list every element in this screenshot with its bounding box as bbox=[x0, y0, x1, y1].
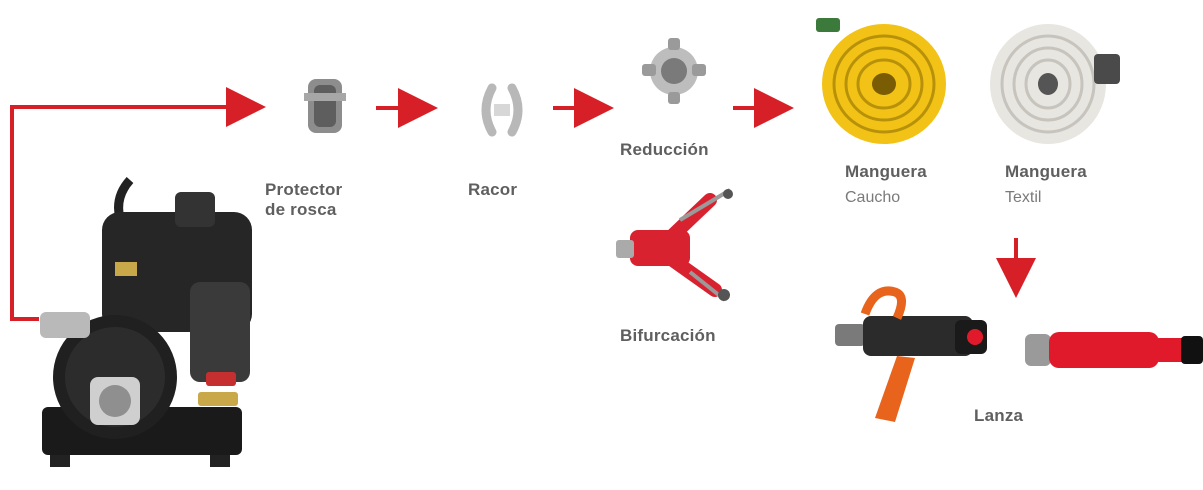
reducer-image bbox=[642, 38, 706, 104]
sublabel-caucho: Caucho bbox=[845, 189, 901, 206]
straight-nozzle-image bbox=[1025, 332, 1203, 368]
wye-splitter-image bbox=[616, 188, 733, 302]
textile-hose-image bbox=[990, 24, 1120, 144]
coupling-image bbox=[481, 83, 523, 137]
label-manguera-textil: Manguera bbox=[1005, 162, 1087, 181]
label-bifurcacion: Bifurcación bbox=[620, 326, 716, 345]
sublabel-textil: Textil bbox=[1005, 189, 1042, 206]
water-pump-image bbox=[40, 176, 252, 467]
pump-to-protector-arrow bbox=[10, 87, 266, 321]
label-protector-de-rosca: Protector de rosca bbox=[265, 180, 343, 219]
rubber-hose-image bbox=[816, 18, 946, 144]
label-racor: Racor bbox=[468, 180, 518, 199]
label-reduccion: Reducción bbox=[620, 140, 709, 159]
label-manguera-caucho: Manguera bbox=[845, 162, 927, 181]
pistol-grip-nozzle-image bbox=[835, 286, 987, 422]
thread-protector-image bbox=[304, 79, 346, 133]
label-lanza: Lanza bbox=[974, 406, 1024, 425]
